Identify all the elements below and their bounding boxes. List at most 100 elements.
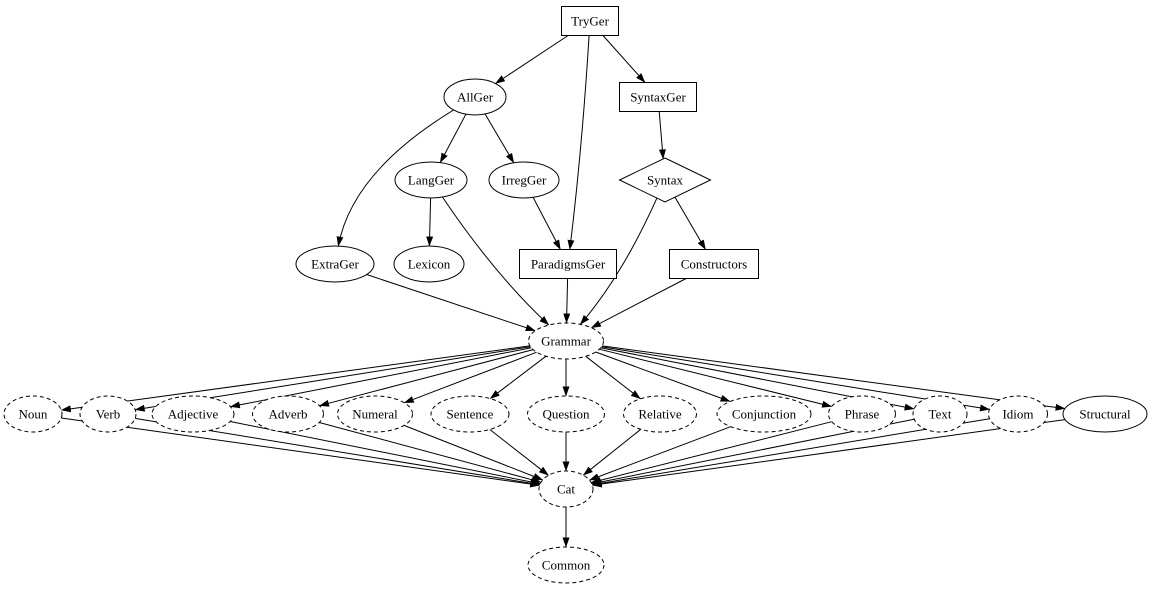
node-label: Relative xyxy=(638,407,682,422)
ellipse-shape xyxy=(337,395,413,433)
node-ParadigmsGer: ParadigmsGer xyxy=(519,249,617,279)
node-label: Question xyxy=(543,407,590,422)
box-shape xyxy=(669,249,759,279)
node-IrregGer: IrregGer xyxy=(488,161,560,199)
ellipse-shape xyxy=(623,395,697,433)
edge-Grammar-Noun xyxy=(60,345,530,413)
node-ExtraGer: ExtraGer xyxy=(295,245,375,283)
edge-TryGer-SyntaxGer xyxy=(602,35,646,83)
node-label: Grammar xyxy=(541,334,591,349)
box-shape xyxy=(619,82,697,112)
node-Verb: Verb xyxy=(79,395,137,433)
node-label: Noun xyxy=(19,407,48,422)
node-label: TryGer xyxy=(571,14,609,29)
node-label: Idiom xyxy=(1002,407,1033,422)
node-label: Syntax xyxy=(647,173,684,188)
node-SyntaxGer: SyntaxGer xyxy=(619,82,697,112)
node-Grammar: Grammar xyxy=(528,322,604,360)
node-LangGer: LangGer xyxy=(394,161,468,199)
node-Structural: Structural xyxy=(1062,395,1148,433)
edge-Conjunction-Cat xyxy=(589,426,731,481)
edge-Grammar-Structural xyxy=(602,345,1066,411)
ellipse-shape xyxy=(716,395,812,433)
ellipse-shape xyxy=(430,395,510,433)
node-label: IrregGer xyxy=(502,173,547,188)
node-label: SyntaxGer xyxy=(630,90,686,105)
edge-Noun-Cat xyxy=(61,417,541,488)
ellipse-shape xyxy=(488,161,560,199)
node-label: Text xyxy=(929,407,952,422)
edge-Sentence-Cat xyxy=(489,429,549,476)
ellipse-shape xyxy=(828,395,896,433)
edge-Grammar-Numeral xyxy=(403,351,537,404)
node-label: ExtraGer xyxy=(311,257,359,272)
ellipse-shape xyxy=(151,395,235,433)
edge-ExtraGer-Grammar xyxy=(366,274,536,332)
edge-ParadigmsGer-Grammar xyxy=(563,278,571,324)
edge-Structural-Cat xyxy=(591,419,1066,488)
node-label: Adverb xyxy=(269,407,308,422)
edge-AllGer-LangGer xyxy=(439,113,467,164)
node-Numeral: Numeral xyxy=(337,395,413,433)
ellipse-shape xyxy=(394,161,468,199)
diamond-shape xyxy=(618,157,712,203)
edge-Syntax-Constructors xyxy=(674,196,706,250)
ellipse-shape xyxy=(295,245,375,283)
edge-Grammar-Adverb xyxy=(319,349,534,407)
node-Relative: Relative xyxy=(623,395,697,433)
node-Adjective: Adjective xyxy=(151,395,235,433)
ellipse-shape xyxy=(538,470,594,508)
ellipse-shape xyxy=(1062,395,1148,433)
edge-LangGer-Lexicon xyxy=(426,197,434,247)
ellipse-shape xyxy=(527,395,605,433)
node-Idiom: Idiom xyxy=(988,395,1048,433)
node-label: Phrase xyxy=(845,407,880,422)
node-Syntax: Syntax xyxy=(618,157,712,203)
edge-Grammar-Relative xyxy=(585,355,641,400)
node-label: LangGer xyxy=(408,173,455,188)
edge-IrregGer-ParadigmsGer xyxy=(532,197,561,250)
node-Cat: Cat xyxy=(538,470,594,508)
node-Noun: Noun xyxy=(3,395,63,433)
edge-Grammar-Conjunction xyxy=(595,351,731,402)
node-Conjunction: Conjunction xyxy=(716,395,812,433)
node-Text: Text xyxy=(912,395,968,433)
edge-LangGer-Grammar xyxy=(442,196,550,326)
node-Adverb: Adverb xyxy=(252,395,324,433)
node-label: Constructors xyxy=(681,257,747,272)
edge-Adverb-Cat xyxy=(319,422,542,484)
node-TryGer: TryGer xyxy=(561,6,619,36)
node-label: AllGer xyxy=(457,90,494,105)
box-shape xyxy=(519,249,617,279)
edge-TryGer-ParadigmsGer xyxy=(567,35,590,250)
node-Common: Common xyxy=(527,546,605,584)
edge-Constructors-Grammar xyxy=(590,278,687,329)
edge-AllGer-ExtraGer xyxy=(336,109,454,247)
edge-Syntax-Grammar xyxy=(579,197,658,325)
edge-layer xyxy=(60,35,1066,548)
node-label: Adjective xyxy=(168,407,219,422)
node-label: Common xyxy=(542,558,591,573)
edge-Numeral-Cat xyxy=(403,424,544,481)
node-label: Conjunction xyxy=(732,407,797,422)
node-Lexicon: Lexicon xyxy=(393,245,465,283)
node-Constructors: Constructors xyxy=(669,249,759,279)
node-label: Lexicon xyxy=(408,257,451,272)
node-label: Numeral xyxy=(352,407,398,422)
node-label: Verb xyxy=(96,407,121,422)
node-AllGer: AllGer xyxy=(443,78,507,116)
ellipse-shape xyxy=(79,395,137,433)
box-shape xyxy=(561,6,619,36)
edge-Grammar-Sentence xyxy=(489,355,547,399)
edge-TryGer-AllGer xyxy=(495,35,569,84)
node-label: Sentence xyxy=(447,407,494,422)
ellipse-shape xyxy=(912,395,968,433)
edge-AllGer-IrregGer xyxy=(484,113,515,164)
node-label: Cat xyxy=(557,482,575,497)
ellipse-shape xyxy=(252,395,324,433)
edge-Idiom-Cat xyxy=(591,418,990,487)
edge-SyntaxGer-Syntax xyxy=(658,111,666,160)
node-Sentence: Sentence xyxy=(430,395,510,433)
